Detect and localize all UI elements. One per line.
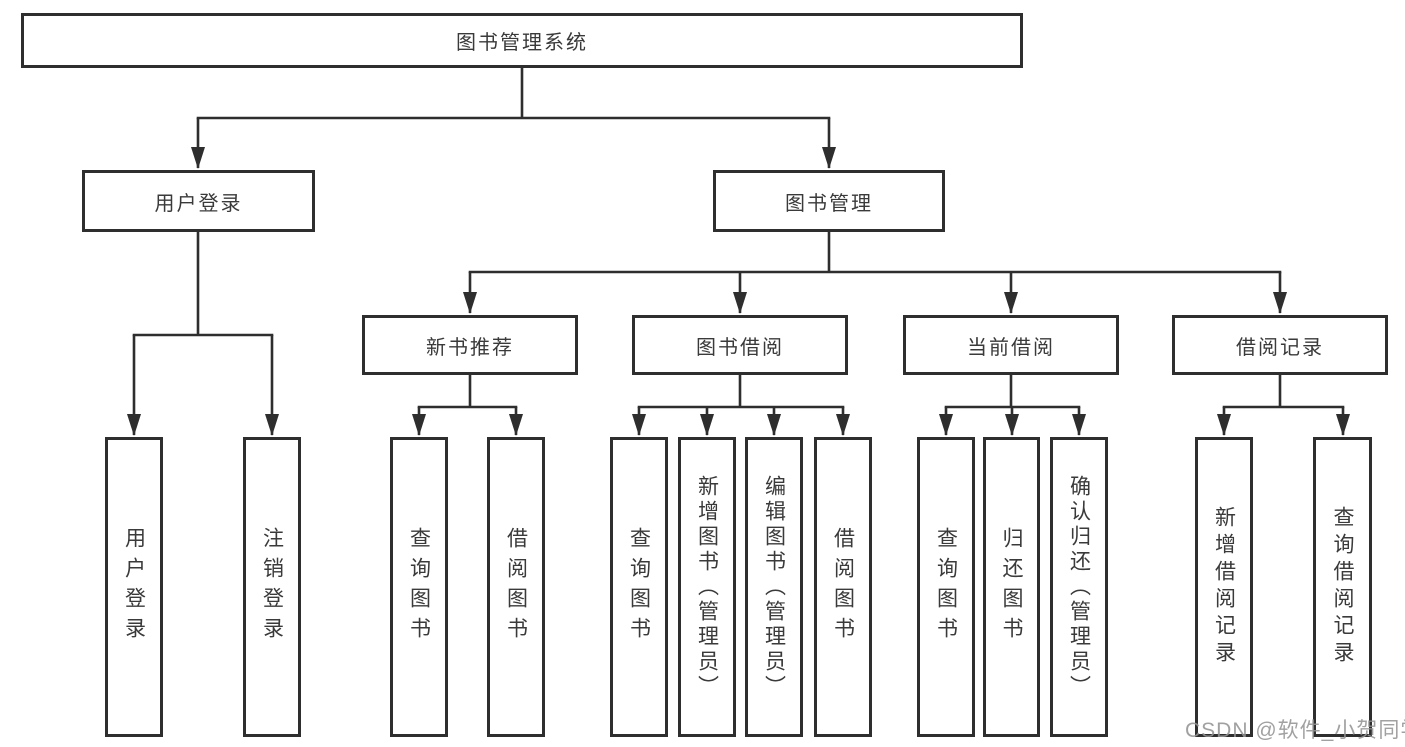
- leaf-borrow-books-recommend: 借阅图书: [487, 437, 545, 737]
- connector-current-borrowing-to-leaves: [939, 375, 1086, 436]
- leaf-query-books-recommend: 查询图书: [390, 437, 448, 737]
- leaf-borrow-books-borrowing: 借阅图书: [814, 437, 872, 737]
- leaf-add-books-admin: 新增图书（管理员）: [678, 437, 736, 737]
- connector-book-borrowing-to-leaves: [632, 375, 850, 436]
- node-book-borrowing: 图书借阅: [632, 315, 848, 375]
- leaf-query-borrow-record: 查询借阅记录: [1313, 437, 1372, 737]
- node-current-borrowing: 当前借阅: [903, 315, 1119, 375]
- leaf-user-login: 用户登录: [105, 437, 163, 737]
- node-borrowing-records: 借阅记录: [1172, 315, 1388, 375]
- leaf-edit-books-admin: 编辑图书（管理员）: [745, 437, 803, 737]
- connector-root-to-level1: [191, 68, 836, 169]
- leaf-query-books-borrowing: 查询图书: [610, 437, 668, 737]
- leaf-query-books-current: 查询图书: [917, 437, 975, 737]
- node-user-login: 用户登录: [82, 170, 315, 232]
- node-book-management: 图书管理: [713, 170, 945, 232]
- csdn-watermark: CSDN @软件_小贺同学: [1185, 719, 1405, 742]
- connector-user-login-to-leaves: [127, 232, 279, 436]
- node-library-management-system: 图书管理系统: [21, 13, 1023, 68]
- node-new-book-recommend: 新书推荐: [362, 315, 578, 375]
- leaf-return-books: 归还图书: [983, 437, 1040, 737]
- leaf-logout: 注销登录: [243, 437, 301, 737]
- connector-new-book-recommend-to-leaves: [412, 375, 523, 436]
- connector-borrowing-records-to-leaves: [1217, 375, 1350, 436]
- connector-book-management-to-level2: [463, 232, 1287, 314]
- leaf-add-borrow-record: 新增借阅记录: [1195, 437, 1253, 737]
- leaf-confirm-return-admin: 确认归还（管理员）: [1050, 437, 1108, 737]
